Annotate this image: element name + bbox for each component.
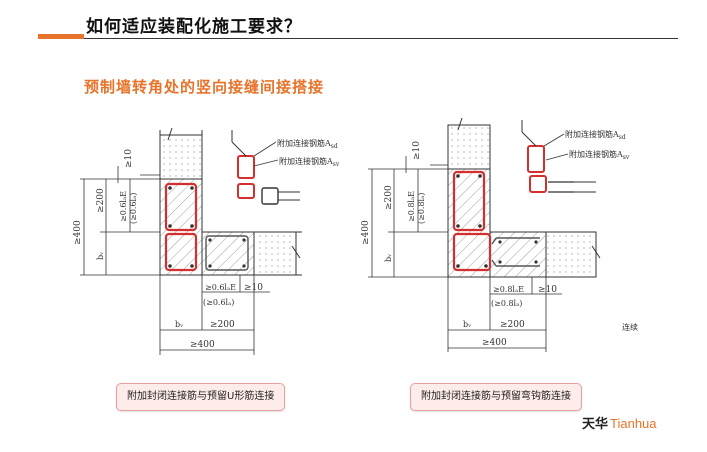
right-label-bar1: 附加连接钢筋Asd <box>565 129 626 141</box>
right-dim-bw-v: bᵥ <box>384 254 393 262</box>
right-vertical-wall-upper <box>447 124 491 170</box>
right-dim-lap2-v: (≥0.8lₐ) <box>417 193 426 224</box>
left-closed-rebar-lower <box>164 232 198 272</box>
right-label-bar2: 附加连接钢筋Asv <box>569 149 630 161</box>
left-dim-400-h: ≥400 <box>190 340 215 350</box>
right-closed-rebar-lower <box>452 232 492 272</box>
right-dim-400-h: ≥400 <box>482 338 507 348</box>
left-dim-bw-v: bᵥ <box>96 252 105 260</box>
left-horizontal-wall <box>253 231 297 276</box>
right-dim-200-h: ≥200 <box>500 320 525 330</box>
header-underline <box>84 38 678 39</box>
left-label-bar1: 附加连接钢筋Asd <box>277 138 338 150</box>
left-detail-bar-3 <box>261 187 279 205</box>
left-dim-400-v: ≥400 <box>73 220 83 245</box>
left-dim-lap-v: ≥0.6lₐE <box>119 191 128 222</box>
left-label-bar2: 附加连接钢筋Asv <box>279 156 340 168</box>
right-dim-200-v: ≥200 <box>384 185 394 210</box>
page-title: 如何适应装配化施工要求？ <box>86 17 302 37</box>
right-dim-bw-h: bᵥ <box>463 320 471 329</box>
left-detail-bar-2 <box>237 183 255 199</box>
left-drawing: 附加连接钢筋Asd 附加连接钢筋Asv ≥400 ≥200 ≥0.6lₐE (≥… <box>73 127 340 355</box>
right-drawing: 附加连接钢筋Asd 附加连接钢筋Asv ≥400 ≥200 ≥0.8lₐE (≥… <box>361 117 638 352</box>
left-dim-lap-h: ≥0.6lₐE <box>205 283 236 292</box>
right-closed-rebar-upper <box>452 170 486 232</box>
caption-left[interactable]: 附加封闭连接筋与预留U形筋连接 <box>116 383 286 411</box>
header-accent-bar <box>38 34 84 39</box>
right-dim-lap-h: ≥0.8lₐE <box>493 285 524 294</box>
right-dim-10-v: ≥10 <box>412 141 422 160</box>
left-dim-200-v: ≥200 <box>96 188 106 213</box>
right-detail-bar-2 <box>529 175 547 193</box>
brand-name-cn: 天华 <box>582 417 609 432</box>
left-u-bar <box>205 235 249 271</box>
left-dim-lap2-v: (≥0.6lₐ) <box>129 193 138 224</box>
left-dim-bw-h: bᵥ <box>175 320 183 329</box>
left-dim-200-h: ≥200 <box>210 320 235 330</box>
right-dim-lap2-h: (≥0.8lₐ) <box>491 299 522 308</box>
right-horizontal-castinplace <box>489 231 547 278</box>
right-detail-bar-1 <box>527 145 545 173</box>
right-dim-lap-v: ≥0.8lₐE <box>407 191 416 222</box>
caption-right[interactable]: 附加封闭连接筋与预留弯钩筋连接 <box>410 383 582 411</box>
left-detail-bar-1 <box>237 155 255 179</box>
brand-name-en: Tianhua <box>610 416 657 431</box>
left-dim-lap2-h: (≥0.6lₐ) <box>203 298 234 307</box>
left-closed-rebar-upper <box>164 182 198 232</box>
right-horizontal-wall <box>545 231 597 278</box>
section-subtitle: 预制墙转角处的竖向接缝间接搭接 <box>84 78 325 96</box>
right-hook-bars <box>491 237 540 267</box>
left-dim-10-v: ≥10 <box>124 149 134 168</box>
right-cut-note: 连续 <box>622 322 638 332</box>
right-dim-400-v: ≥400 <box>361 220 371 245</box>
left-dim-10-h: ≥10 <box>244 283 263 293</box>
right-dim-10-h: ≥10 <box>538 285 557 295</box>
left-vertical-wall-upper <box>159 134 203 180</box>
